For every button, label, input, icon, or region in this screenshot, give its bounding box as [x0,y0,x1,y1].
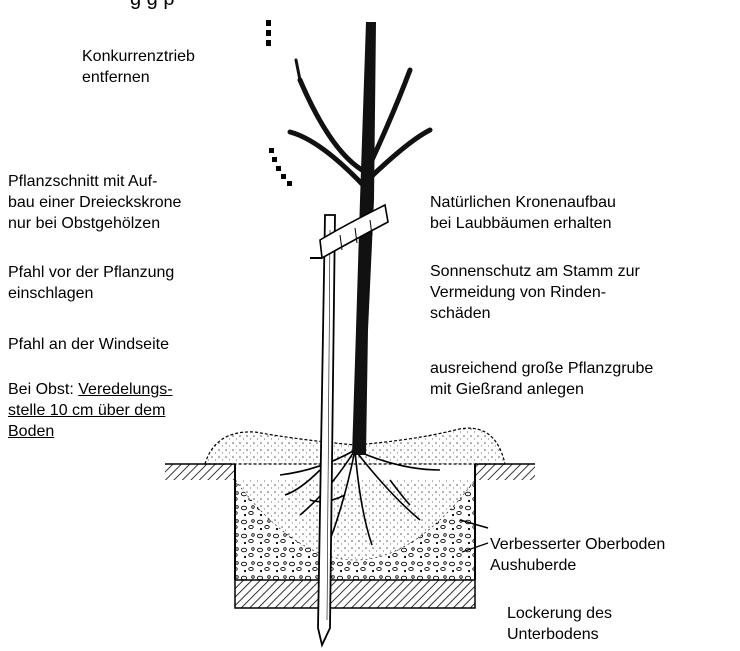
label-kronenaufbau: Natürlichen Kronenaufbau bei Laubbäumen … [430,192,616,234]
planting-pit [235,464,475,580]
label-veredelungsstelle: Bei Obst: Veredelungs- stelle 10 cm über… [8,379,173,442]
label-pfahl-vor-pflanzung: Pfahl vor der Pflanzung einschlagen [8,262,174,304]
subsoil-band [235,580,475,608]
label-konkurrenztrieb: Konkurrenztrieb entfernen [82,46,195,88]
crown-branches-icon [290,60,430,185]
tree-tie-icon [310,205,388,258]
label-pfahl-windseite: Pfahl an der Windseite [8,334,169,355]
top-cropped-text: g g p [130,0,174,10]
label-sonnenschutz: Sonnenschutz am Stamm zur Vermeidung von… [430,261,640,324]
label-lockerung: Lockerung des Unterbodens [507,603,612,645]
cut-mark-icon [266,20,292,186]
label-pflanzgrube: ausreichend große Pflanzgrube mit Gießra… [430,358,653,400]
label-pflanzschnitt: Pflanzschnitt mit Auf- bau einer Dreieck… [8,171,181,234]
label-oberboden: Verbesserter Oberboden Aushuberde [490,534,665,576]
